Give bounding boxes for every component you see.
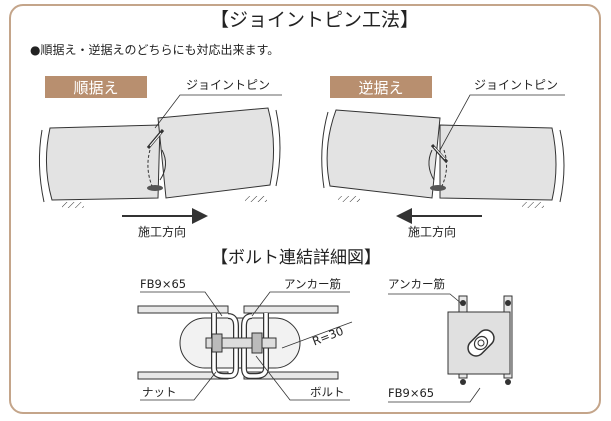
left-joint-pin [146, 129, 166, 191]
side-view-drawing [388, 293, 513, 403]
right-direction-label: 施工方向 [408, 225, 457, 239]
left-panel-tag: 順据え [45, 76, 147, 98]
fb-label: FB9×65 [140, 277, 187, 291]
right-block-b [439, 124, 557, 201]
nut-label: ナット [142, 385, 177, 399]
left-panel-drawing [38, 94, 282, 224]
right-joint-pin [428, 144, 449, 191]
side-fb-label: FB9×65 [388, 386, 435, 400]
anchor-label: アンカー筋 [284, 277, 342, 291]
right-panel-tag: 逆据え [330, 76, 432, 98]
bolt-detail-drawing [137, 291, 353, 401]
outer-frame [9, 4, 601, 414]
page-title: 【ジョイントピン工法】 [210, 9, 420, 31]
right-block-a [326, 109, 441, 199]
side-anchor-label: アンカー筋 [388, 277, 446, 291]
bolt-section-title: 【ボルト連結詳細図】 [211, 248, 381, 268]
left-block-b [157, 107, 275, 199]
left-block-a [45, 124, 161, 201]
right-pin-label: ジョイントピン [474, 78, 559, 92]
right-panel-tag-label: 逆据え [358, 78, 404, 97]
bolt-label: ボルト [310, 385, 345, 399]
left-panel-tag-label: 順据え [73, 78, 119, 97]
left-direction-label: 施工方向 [138, 225, 187, 239]
left-pin-label: ジョイントピン [186, 78, 271, 92]
lead-text: ●順据え・逆据えのどちらにも対応出来ます。 [30, 43, 280, 57]
right-panel-drawing [321, 94, 565, 224]
